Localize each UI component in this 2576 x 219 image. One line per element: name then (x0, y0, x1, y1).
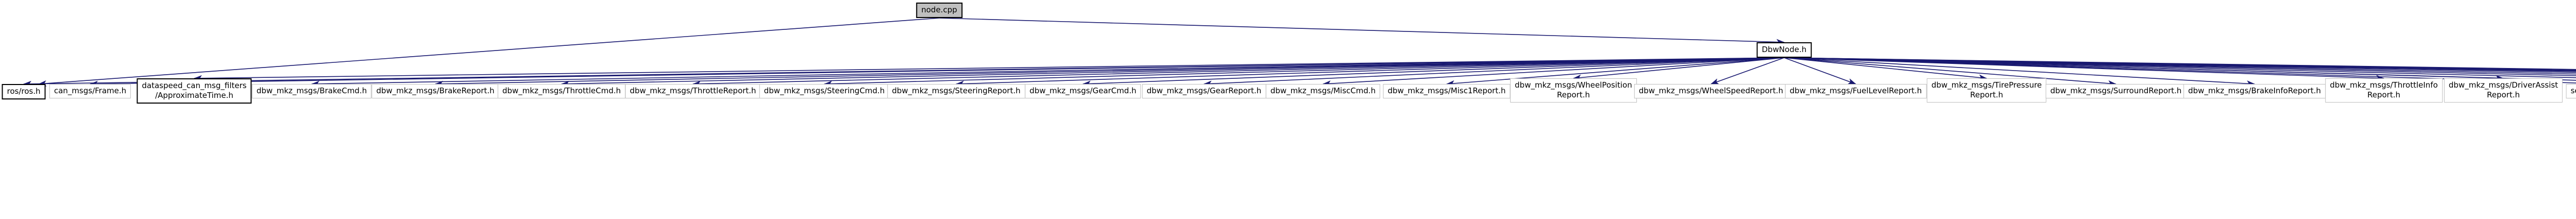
include-edge-dbwnode_h-wheelposition (1573, 57, 1785, 81)
include-edge-dbwnode_h-brakeinfo (1784, 57, 2255, 87)
graph-node-dbwnode_h[interactable]: DbwNode.h (1756, 42, 1812, 58)
graph-node-brakereport: dbw_mkz_msgs/BrakeReport.h (371, 84, 499, 98)
graph-node-misccmd: dbw_mkz_msgs/MiscCmd.h (1265, 84, 1381, 98)
graph-node-surround: dbw_mkz_msgs/SurroundReport.h (2045, 84, 2187, 98)
graph-node-steeringreport: dbw_mkz_msgs/SteeringReport.h (887, 84, 1025, 98)
graph-node-gearreport: dbw_mkz_msgs/GearReport.h (1142, 84, 1266, 98)
include-edge-dbwnode_h-platformmap (1784, 57, 2576, 70)
graph-node-wheelposition: dbw_mkz_msgs/WheelPosition Report.h (1510, 78, 1637, 103)
include-edge-dbwnode_h-misc1report (1446, 57, 1785, 87)
include-edge-dbwnode_h-approxtime (194, 57, 1785, 81)
graph-node-brakecmd: dbw_mkz_msgs/BrakeCmd.h (251, 84, 372, 98)
graph-node-gearcmd: dbw_mkz_msgs/GearCmd.h (1025, 84, 1141, 98)
include-edge-node_cpp-ros (38, 18, 940, 87)
include-edge-dbwnode_h-misccmd (1323, 57, 1785, 87)
include-edge-dbwnode_h-throttlereport (692, 57, 1785, 87)
graph-node-steeringcmd: dbw_mkz_msgs/SteeringCmd.h (759, 84, 890, 98)
graph-node-fuellevel: dbw_mkz_msgs/FuelLevelReport.h (1785, 84, 1927, 98)
graph-node-approxtime[interactable]: dataspeed_can_msg_filters /ApproximateTi… (137, 78, 252, 104)
graph-node-ros[interactable]: ros/ros.h (2, 84, 46, 99)
include-edge-dbwnode_h-throttlecmd (561, 57, 1785, 87)
graph-node-throttleinfo: dbw_mkz_msgs/ThrottleInfo Report.h (2325, 78, 2443, 103)
graph-node-throttlereport: dbw_mkz_msgs/ThrottleReport.h (625, 84, 761, 98)
include-edge-dbwnode_h-fuellevel (1784, 57, 1856, 85)
include-edge-dbwnode_h-tirepressure (1784, 57, 1987, 81)
graph-node-node_cpp: node.cpp (916, 3, 962, 18)
graph-node-wheelspeed: dbw_mkz_msgs/WheelSpeedReport.h (1634, 84, 1788, 98)
include-edge-dbwnode_h-brakereport (435, 57, 1785, 87)
include-edge-dbwnode_h-surround (1784, 57, 2116, 87)
include-edge-dbwnode_h-gearreport (1204, 57, 1785, 87)
include-edge-dbwnode_h-wheelspeed (1710, 57, 1785, 85)
include-edge-dbwnode_h-gearcmd (1082, 57, 1785, 87)
graph-node-brakeinfo: dbw_mkz_msgs/BrakeInfoReport.h (2183, 84, 2326, 98)
graph-node-imu: sensor_msgs/Imu.h (2566, 84, 2576, 98)
graph-node-misc1report: dbw_mkz_msgs/Misc1Report.h (1383, 84, 1511, 98)
graph-node-tirepressure: dbw_mkz_msgs/TirePressure Report.h (1926, 78, 2047, 103)
include-edge-dbwnode_h-steeringcmd (824, 57, 1785, 87)
include-edge-node_cpp-dbwnode_h (939, 18, 1785, 45)
graph-node-driverassist: dbw_mkz_msgs/DriverAssist Report.h (2444, 78, 2563, 103)
graph-node-throttlecmd: dbw_mkz_msgs/ThrottleCmd.h (497, 84, 626, 98)
include-edge-dbwnode_h-frame (90, 57, 1785, 87)
include-edge-dbwnode_h-timereference (1784, 57, 2576, 78)
graph-node-frame: can_msgs/Frame.h (49, 84, 131, 98)
include-edge-dbwnode_h-steeringreport (956, 57, 1785, 87)
